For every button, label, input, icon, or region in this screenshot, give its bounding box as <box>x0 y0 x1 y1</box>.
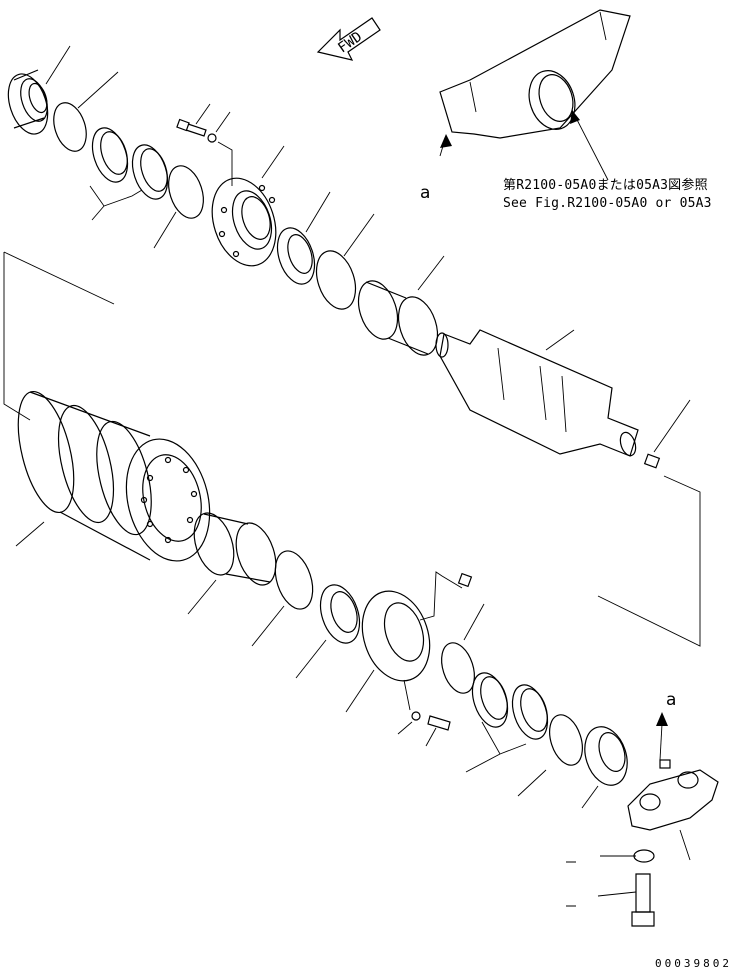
o-ring-top-2 <box>168 165 204 219</box>
drawing-number: 00039802 <box>655 957 732 970</box>
o-ring-top-1 <box>53 102 87 152</box>
fwd-arrow-icon: FWD <box>316 17 381 61</box>
collar-bottom <box>361 590 431 682</box>
bolt-bottom <box>411 711 451 731</box>
o-ring-bottom-2 <box>441 642 475 694</box>
seal-ring-pair-top <box>91 127 169 200</box>
bracket-top <box>439 9 631 139</box>
reference-letter-bottom: a <box>666 690 677 710</box>
bolt-long-bottom <box>631 873 655 927</box>
bracket-bottom <box>627 759 719 831</box>
bolt-top <box>176 118 217 143</box>
reference-arrow-bottom-icon <box>656 712 668 726</box>
washer-bottom <box>633 849 655 863</box>
note-arrow-icon <box>570 110 580 124</box>
reference-note-japanese: 第R2100-05A0または05A3図参照 <box>503 178 708 193</box>
collar-top <box>211 177 277 267</box>
thrust-washer-top <box>276 227 316 285</box>
thrust-washer-bottom <box>319 584 361 644</box>
o-ring-bottom-1 <box>274 550 314 610</box>
reference-note-english: See Fig.R2100-05A0 or 05A3 <box>503 196 712 211</box>
leader-lines <box>3 45 701 907</box>
o-ring-top-3 <box>315 250 357 310</box>
bolt-bottom-small <box>457 572 473 588</box>
seal-ring-pair-bottom <box>471 672 549 740</box>
floating-seal-top <box>7 69 49 135</box>
plug-right <box>643 453 661 469</box>
bushing-top <box>357 280 439 356</box>
track-roller-body <box>17 390 211 562</box>
floating-seal-bottom <box>584 726 628 786</box>
reference-letter-top: a <box>420 183 431 203</box>
reference-arrow-top-icon <box>440 134 452 148</box>
roller-shaft <box>435 329 639 457</box>
bushing-bottom <box>193 512 277 586</box>
o-ring-bottom-3 <box>549 714 583 766</box>
